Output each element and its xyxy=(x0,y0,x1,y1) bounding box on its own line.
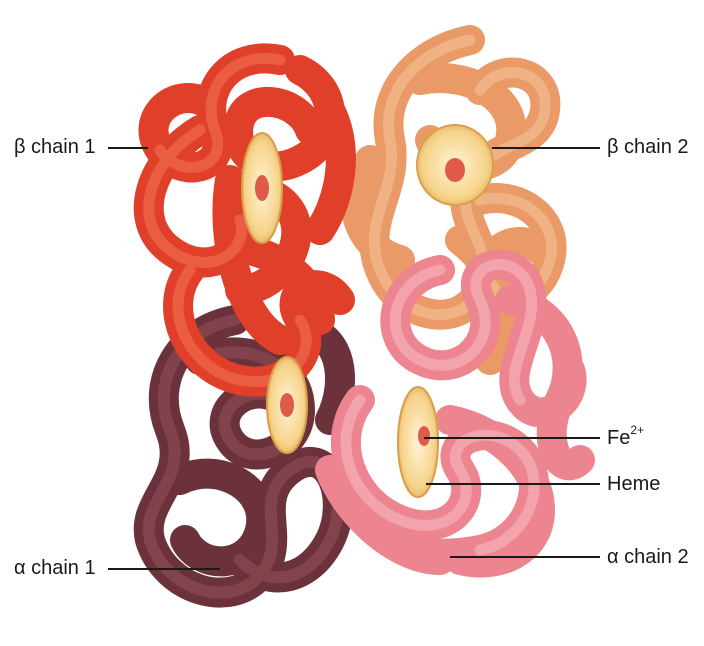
alpha-chain-2 xyxy=(315,249,595,578)
beta-chain-1-leader xyxy=(108,147,148,149)
beta-chain-2-leader xyxy=(492,147,600,149)
beta-chain-2-label: β chain 2 xyxy=(607,136,689,158)
heme-beta-2 xyxy=(416,124,494,206)
fe-leader xyxy=(424,437,600,439)
beta-chain-1-label: β chain 1 xyxy=(14,136,96,158)
heme-beta-1 xyxy=(241,132,283,244)
fe-charge: 2+ xyxy=(630,423,645,437)
alpha-chain-1-label: α chain 1 xyxy=(14,557,96,579)
heme-label: Heme xyxy=(607,473,661,495)
fe-label: Fe2+ xyxy=(607,424,644,449)
alpha-chain-2-leader xyxy=(450,556,600,558)
heme-alpha-1 xyxy=(266,356,308,454)
alpha-chain-1-leader xyxy=(108,568,220,570)
heme-leader xyxy=(426,483,600,485)
heme-alpha-2 xyxy=(397,386,439,498)
fe-symbol: Fe xyxy=(607,427,631,449)
alpha-chain-2-label: α chain 2 xyxy=(607,546,689,568)
